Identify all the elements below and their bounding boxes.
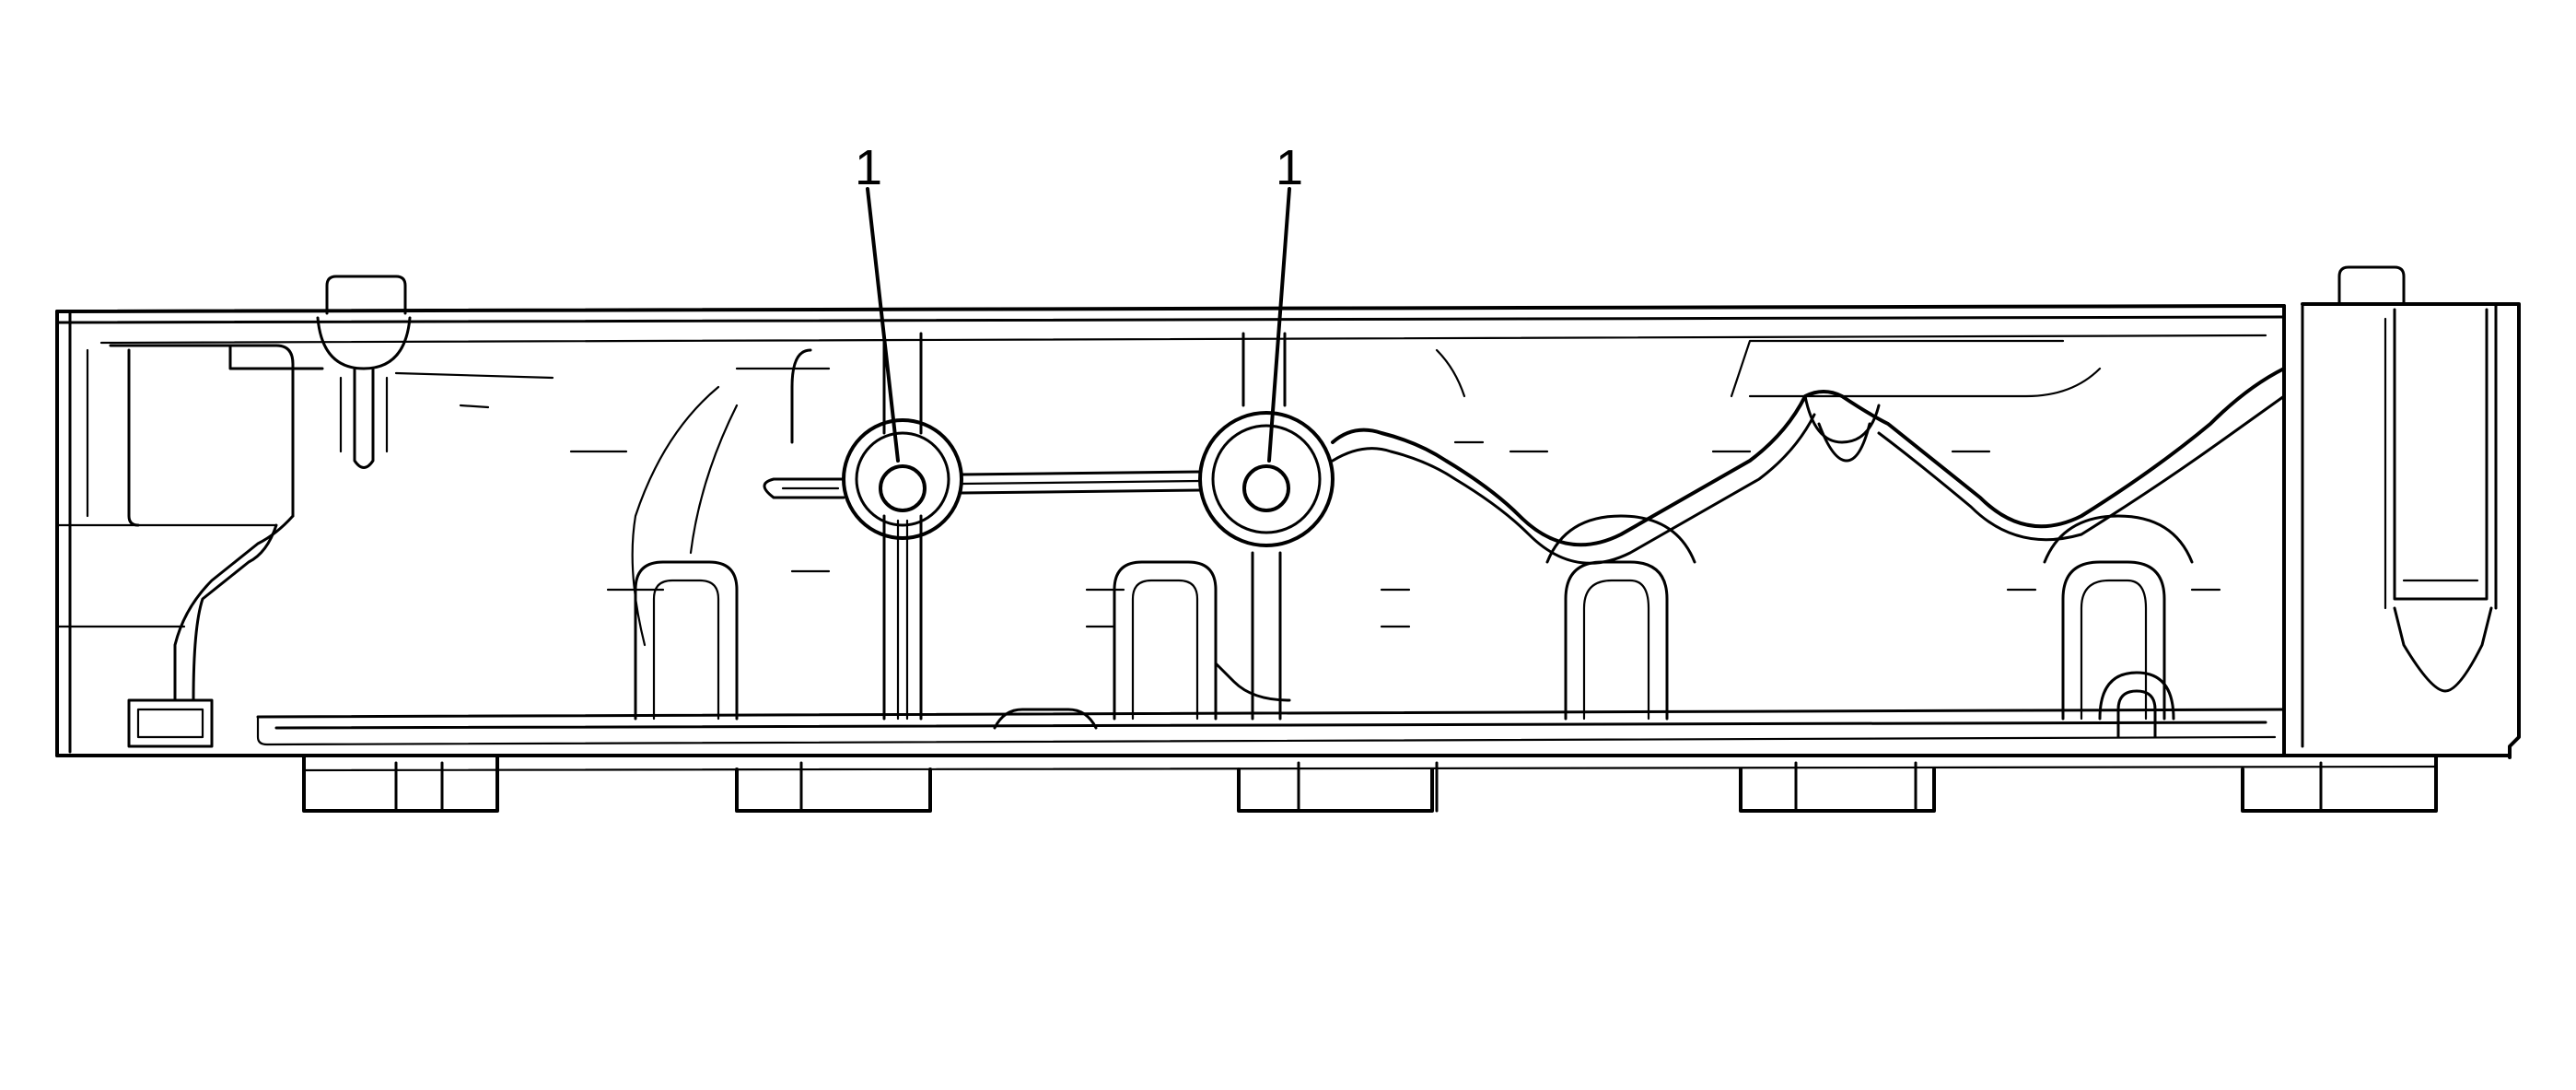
callout-leader-line-right	[1267, 187, 1291, 463]
left-end-features	[86, 275, 412, 748]
bottom-flange	[302, 708, 2438, 813]
casting-detail-lines	[394, 339, 2221, 647]
left-plug-bore	[763, 332, 963, 721]
right-plug-bore	[960, 332, 1335, 721]
callout-label-right: 1	[1276, 140, 1303, 195]
head-outline	[55, 265, 2521, 759]
cam-profile	[1331, 367, 2286, 565]
callout-1-right: 1	[1267, 140, 1303, 463]
valve-guides	[634, 514, 2194, 739]
callout-leader-line-left	[866, 187, 900, 463]
callout-label-left: 1	[855, 140, 882, 195]
callout-1-left: 1	[855, 140, 900, 463]
